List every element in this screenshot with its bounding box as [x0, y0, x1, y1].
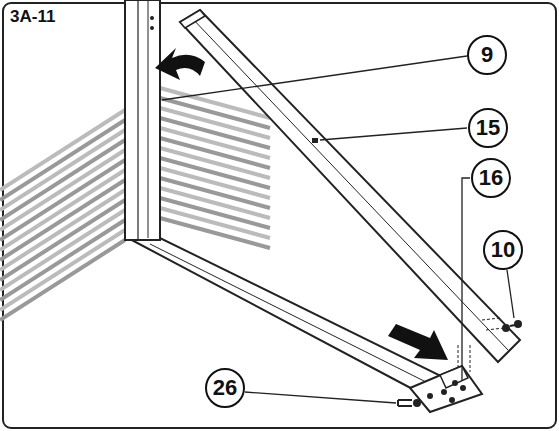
post-edge	[148, 0, 149, 238]
brace-hole	[312, 138, 318, 143]
diagonal-brace	[180, 10, 520, 362]
callout-number: 16	[479, 165, 503, 191]
move-arrow	[155, 48, 205, 80]
step-label: 3A-11	[8, 7, 57, 27]
bolt	[427, 393, 433, 399]
leader-line	[320, 128, 467, 140]
panel-rib	[160, 218, 270, 248]
bolt	[452, 380, 458, 386]
panel-rib	[0, 220, 125, 300]
leader-lines	[162, 56, 514, 403]
screw-10	[510, 325, 515, 326]
bracket-tab	[440, 366, 468, 388]
callout-circle: 26	[205, 368, 245, 408]
leader-line	[245, 392, 396, 403]
callout-circle: 15	[468, 108, 508, 148]
brace-edge	[190, 16, 508, 350]
move-arrow	[388, 324, 448, 360]
panel-rib	[0, 230, 125, 310]
callout-circle: 10	[483, 230, 523, 270]
panel-rib	[0, 240, 125, 320]
base-beam	[128, 238, 445, 393]
bolt-hole	[150, 26, 154, 30]
base-bracket	[410, 366, 482, 412]
nut-10	[514, 320, 522, 328]
screw-26	[398, 400, 412, 406]
nut-26	[413, 399, 421, 407]
bolt-hole	[150, 16, 154, 20]
leader-line	[462, 178, 470, 380]
vertical-post	[125, 0, 160, 240]
bolt	[460, 385, 466, 391]
bolt	[441, 389, 447, 395]
post-edge	[137, 0, 138, 240]
leader-line	[507, 270, 514, 318]
callout-number: 15	[476, 115, 500, 141]
callout-number: 26	[213, 375, 237, 401]
nut-10	[502, 324, 510, 332]
callout-circle: 9	[467, 35, 507, 75]
callout-number: 9	[481, 42, 493, 68]
leader-line	[162, 56, 467, 100]
brace-end	[180, 10, 205, 28]
callout-number: 10	[491, 237, 515, 263]
beam-edge	[150, 244, 430, 384]
bolt	[449, 397, 455, 403]
hidden-line	[482, 318, 504, 330]
callout-circle: 16	[471, 158, 511, 198]
